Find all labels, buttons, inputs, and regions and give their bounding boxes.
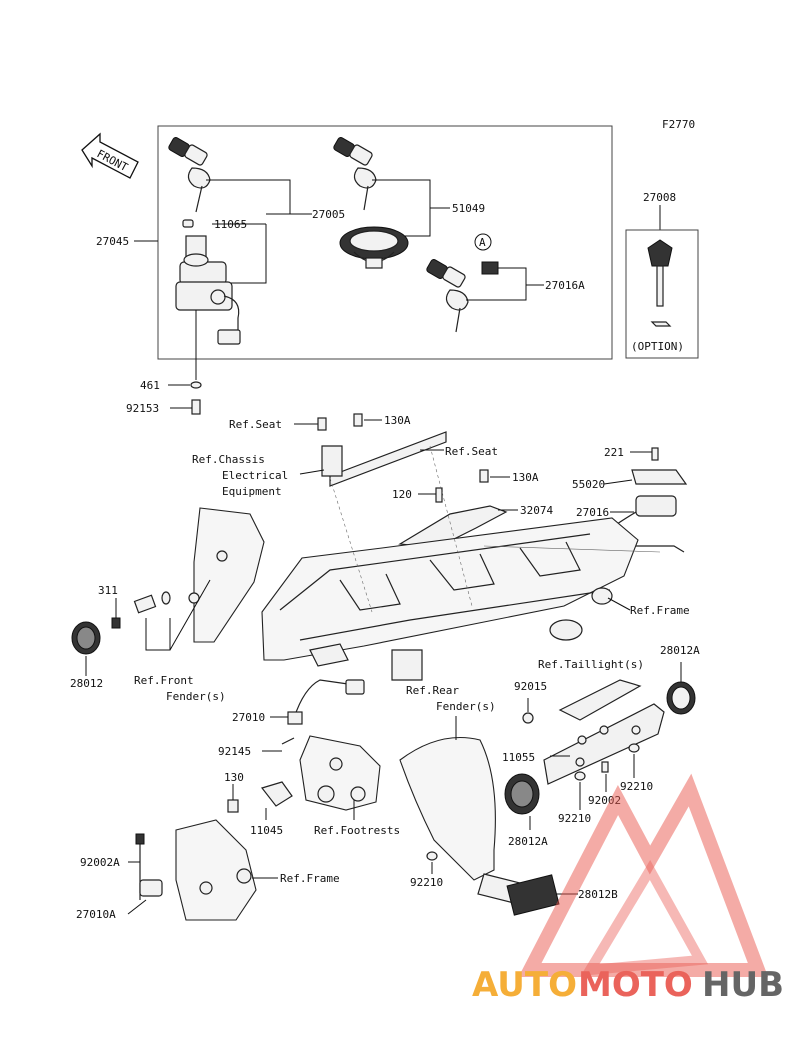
label-27045: 27045 xyxy=(96,235,129,248)
bolt-icon xyxy=(353,413,363,427)
footrest-bracket-icon xyxy=(299,735,381,811)
spring-icon xyxy=(281,737,295,745)
front-fender-icon xyxy=(193,507,265,643)
label-92002a: 92002A xyxy=(80,856,120,869)
label-27008: 27008 xyxy=(643,191,676,204)
label-11065: 11065 xyxy=(214,218,247,231)
key-icon xyxy=(333,137,377,211)
sidestand-switch-icon xyxy=(135,833,163,900)
stopper-icon xyxy=(260,781,293,807)
label-27010: 27010 xyxy=(232,711,265,724)
option-label: (OPTION) xyxy=(631,340,684,353)
ref-taillight: Ref.Taillight(s) xyxy=(538,658,644,671)
ref-seat-1: Ref.Seat xyxy=(229,418,282,431)
rear-reflector-icon xyxy=(506,874,560,916)
fuel-cap-icon xyxy=(339,226,409,269)
logo-part-moto: MOTO xyxy=(578,965,693,1005)
nut-icon xyxy=(574,771,586,781)
label-11045: 11045 xyxy=(250,824,283,837)
label-27005: 27005 xyxy=(312,208,345,221)
logo-part-auto: AUTO xyxy=(472,965,577,1005)
reflector-bracket-icon xyxy=(543,703,665,785)
ref-rear-fender-2: Fender(s) xyxy=(436,700,496,713)
key-icon xyxy=(168,137,211,213)
logo-part-hub: HUB xyxy=(702,965,784,1005)
label-28012b: 28012B xyxy=(578,888,618,901)
ref-seat-2: Ref.Seat xyxy=(445,445,498,458)
ref-front-fender-1: Ref.Front xyxy=(134,674,194,687)
key-set-box xyxy=(157,125,613,360)
label-92145: 92145 xyxy=(218,745,251,758)
label-92002: 92002 xyxy=(588,794,621,807)
cover-icon xyxy=(631,469,688,485)
label-27016a: 27016A xyxy=(545,279,585,292)
label-32074: 32074 xyxy=(520,504,553,517)
rear-fender-icon xyxy=(399,737,496,881)
screw-icon xyxy=(651,447,659,461)
ref-frame-2: Ref.Frame xyxy=(280,872,340,885)
bolt-icon xyxy=(479,469,489,483)
label-92210-1: 92210 xyxy=(558,812,591,825)
ref-chassis-1: Ref.Chassis xyxy=(192,453,265,466)
label-130a-2: 130A xyxy=(512,471,539,484)
label-27016: 27016 xyxy=(576,506,609,519)
label-92015: 92015 xyxy=(514,680,547,693)
label-51049: 51049 xyxy=(452,202,485,215)
cap-icon xyxy=(182,219,194,228)
bolt-icon xyxy=(191,399,201,415)
label-221: 221 xyxy=(604,446,624,459)
option-key-icon xyxy=(647,239,673,327)
washer-icon xyxy=(190,381,202,389)
bolt-icon xyxy=(227,799,239,813)
lock-cylinder-icon xyxy=(481,261,499,275)
label-461: 461 xyxy=(140,379,160,392)
ref-rear-fender-1: Ref.Rear xyxy=(406,684,459,697)
label-92153: 92153 xyxy=(126,402,159,415)
seat-bracket-icon xyxy=(329,431,447,487)
label-92210-2: 92210 xyxy=(620,780,653,793)
nut-icon xyxy=(522,712,534,724)
callout-a-marker xyxy=(474,233,492,251)
figure-code: F2770 xyxy=(662,118,695,131)
spacer-icon xyxy=(111,591,171,629)
label-27010a: 27010A xyxy=(76,908,116,921)
ref-chassis-2: Electrical xyxy=(222,469,288,482)
frame-icon xyxy=(261,517,639,681)
screw-icon xyxy=(435,487,443,503)
ref-frame-1: Ref.Frame xyxy=(630,604,690,617)
ignition-switch-icon xyxy=(175,235,241,380)
ref-chassis-3: Equipment xyxy=(222,485,282,498)
bolt-icon xyxy=(317,417,327,431)
ref-front-fender-2: Fender(s) xyxy=(166,690,226,703)
label-28012a-1: 28012A xyxy=(660,644,700,657)
automotohub-logo: AUTO MOTO HUB xyxy=(472,773,784,1005)
label-92210-3: 92210 xyxy=(410,876,443,889)
label-130a-1: 130A xyxy=(384,414,411,427)
bolt-icon xyxy=(601,761,609,773)
callout-a-label: A xyxy=(479,236,486,249)
sensor-switch-icon xyxy=(287,679,365,725)
label-130: 130 xyxy=(224,771,244,784)
label-11055: 11055 xyxy=(502,751,535,764)
label-55020: 55020 xyxy=(572,478,605,491)
option-key-box xyxy=(625,229,699,359)
label-120: 120 xyxy=(392,488,412,501)
label-311: 311 xyxy=(98,584,118,597)
ref-footrests: Ref.Footrests xyxy=(314,824,400,837)
label-28012: 28012 xyxy=(70,677,103,690)
label-28012a-2: 28012A xyxy=(508,835,548,848)
nut-icon xyxy=(628,743,640,753)
key-icon xyxy=(426,259,469,333)
nut-icon xyxy=(426,851,438,861)
front-arrow-icon: FRONT xyxy=(81,132,139,179)
lower-frame-icon xyxy=(175,819,257,921)
